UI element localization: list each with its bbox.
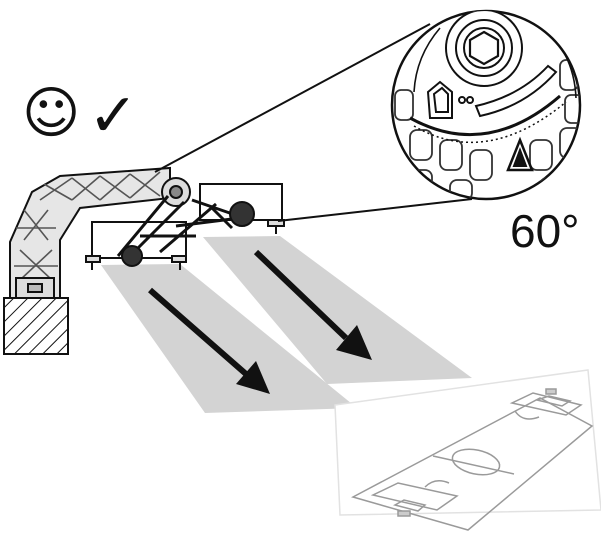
zoom-callout-lines xyxy=(154,23,473,222)
field-floodlight-top xyxy=(545,388,557,395)
floodlight-fixtures xyxy=(85,183,285,270)
arrow-right-shaft xyxy=(253,249,349,341)
field-center-circle xyxy=(451,448,501,476)
angle-label: 60° xyxy=(510,205,580,257)
field-arc-bottom xyxy=(424,480,450,488)
light-beams xyxy=(101,236,472,413)
arrow-right-head xyxy=(336,325,372,360)
mounting-arm xyxy=(9,166,191,299)
beam-right xyxy=(203,236,472,384)
zoom-detail xyxy=(390,9,582,201)
field-outline xyxy=(351,397,594,531)
field-floodlight-bottom xyxy=(397,510,411,517)
field-goal-area-bottom xyxy=(392,499,427,512)
wall-block xyxy=(3,297,69,355)
field-goal-area-top xyxy=(534,395,572,407)
arrow-left-shaft xyxy=(148,287,248,377)
smiley-icon: ☺ xyxy=(22,81,81,146)
field-backdrop xyxy=(334,369,601,516)
field-halfway-line xyxy=(432,455,515,475)
field-penalty-area-bottom xyxy=(370,482,459,511)
checkmark-icon: ✓ xyxy=(88,81,139,151)
field-penalty-area-top xyxy=(509,392,583,416)
arrow-left-head xyxy=(236,361,270,394)
soccer-field xyxy=(334,369,601,531)
field-arc-top xyxy=(514,410,540,420)
